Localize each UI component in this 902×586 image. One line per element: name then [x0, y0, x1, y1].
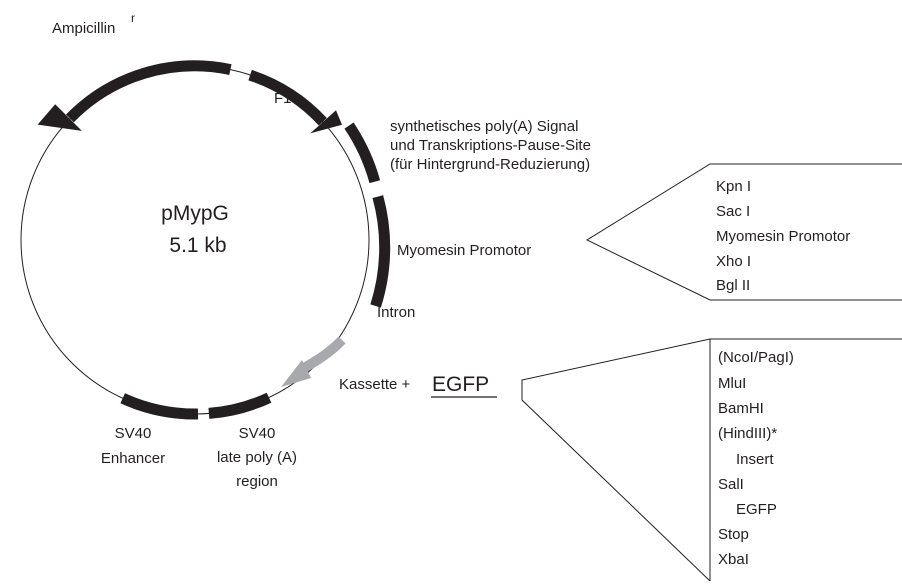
cassette-site-item: XbaI	[718, 551, 749, 568]
promoter-site-list: Kpn I Sac I Myomesin Promotor Xho I Bgl …	[716, 178, 850, 294]
sv40-late-label-line3: region	[236, 473, 278, 490]
ampicillin-superscript: r	[131, 11, 135, 25]
sv40-late-label-line2: late poly (A)	[217, 449, 297, 466]
cassette-site-item: Stop	[718, 526, 749, 543]
cassette-site-item: SalI	[718, 476, 744, 493]
polya-label-line2: und Transkriptions-Pause-Site	[390, 137, 591, 154]
plasmid-name: pMypG	[161, 202, 229, 225]
cassette-site-item: Insert	[736, 451, 774, 468]
f1-origin-arrowhead	[310, 110, 342, 134]
promoter-site-item: Sac I	[716, 203, 750, 220]
cassette-expansion-lines	[521, 338, 902, 582]
promoter-site-item: Xho I	[716, 253, 751, 270]
promoter-site-item: Bgl II	[716, 277, 750, 294]
sv40-late-label-line1: SV40	[239, 425, 276, 442]
plasmid-size: 5.1 kb	[169, 234, 226, 257]
sv40-enhancer-label-line2: Enhancer	[101, 450, 165, 467]
cassette-site-item: (HindIII)*	[718, 425, 777, 442]
cassette-site-item: (NcoI/PagI)	[718, 349, 794, 366]
polya-label-line3: (für Hintergrund-Reduzierung)	[390, 156, 590, 173]
synthetic-polya-block	[344, 122, 381, 184]
intron-label: Intron	[377, 304, 415, 321]
ampicillin-label: Ampicillin	[52, 20, 115, 37]
myomesin-promotor-block	[370, 195, 391, 308]
promoter-expansion-lines	[585, 163, 902, 301]
intron-arrow-arc	[297, 336, 346, 375]
promoter-site-item: Kpn I	[716, 178, 751, 195]
sv40-enhancer-label-line1: SV40	[115, 425, 152, 442]
cassette-site-item: MluI	[718, 375, 746, 392]
f1-label: F1	[274, 90, 292, 107]
intron-arrowhead	[281, 360, 311, 387]
ampicillin-gene-arrowhead	[37, 104, 82, 131]
myomesin-promotor-label: Myomesin Promotor	[397, 242, 531, 259]
cassette-site-item: BamHI	[718, 400, 764, 417]
egfp-label: EGFP	[432, 373, 489, 396]
promoter-site-item: Myomesin Promotor	[716, 228, 850, 245]
polya-label-line1: synthetisches poly(A) Signal	[390, 118, 578, 135]
sv40-late-polya-block	[208, 392, 272, 419]
cassette-site-item: EGFP	[736, 501, 777, 518]
ampicillin-gene-arc	[65, 60, 232, 123]
kassette-label: Kassette +	[339, 376, 411, 393]
f1-origin-arc	[248, 69, 327, 126]
cassette-site-list: (NcoI/PagI) MluI BamHI (HindIII)* Insert…	[718, 349, 794, 568]
sv40-enhancer-block	[120, 393, 199, 420]
